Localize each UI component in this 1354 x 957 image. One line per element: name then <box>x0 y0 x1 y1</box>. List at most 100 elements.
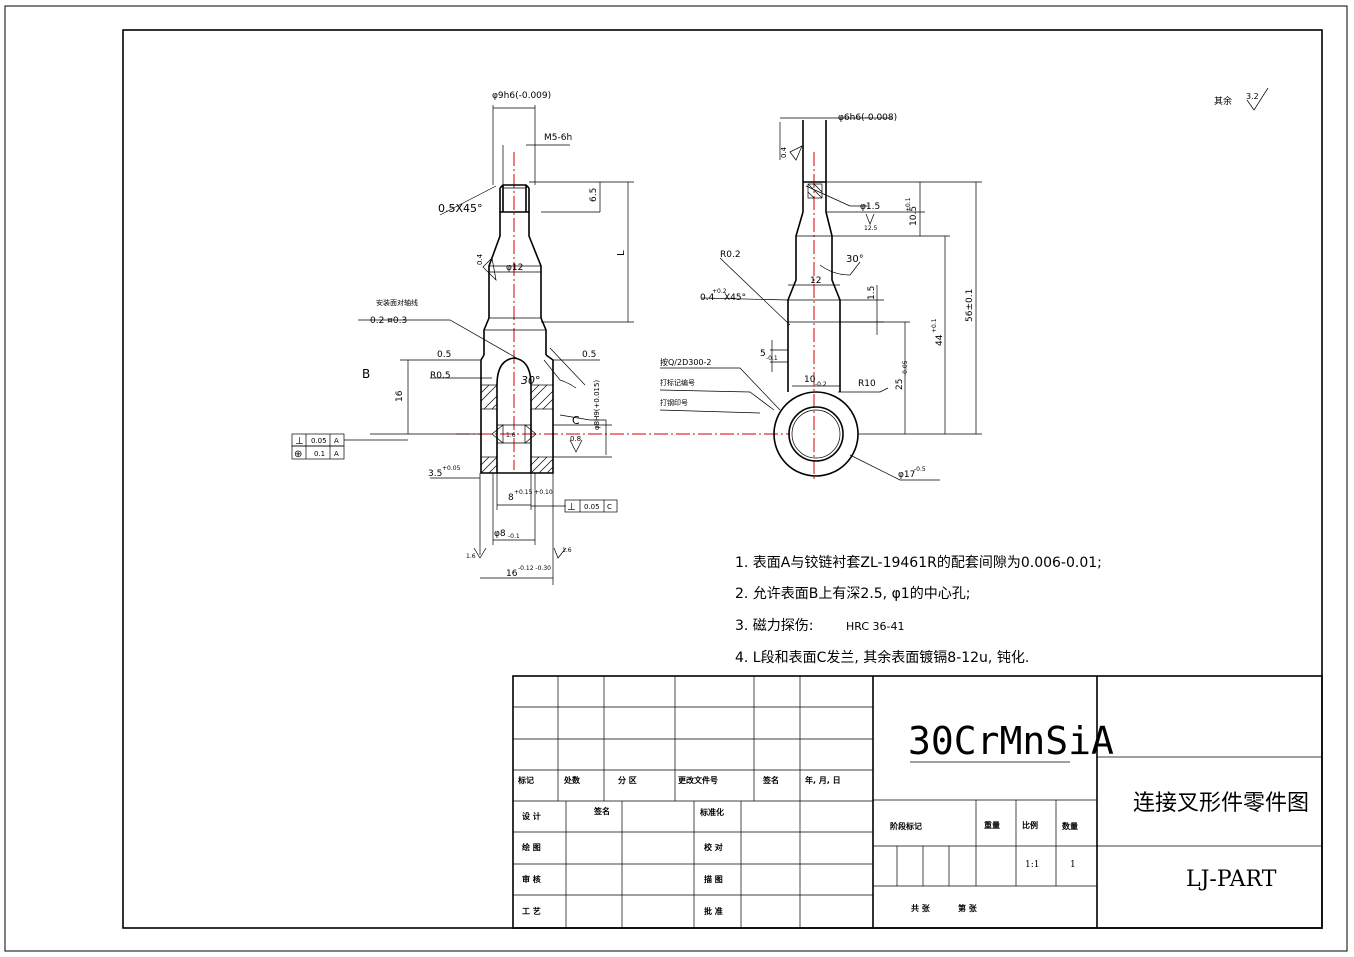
lv-tol-perp-val: 0.05 <box>311 437 327 445</box>
lv-thread: M5-6h <box>544 133 572 143</box>
lv-dim8: 8 <box>508 493 514 503</box>
tb-hdr-mark: 标记 <box>517 775 534 785</box>
lv-dim-05-right: 0.5 <box>582 350 596 360</box>
lv-dim35: 3.5 <box>428 469 442 479</box>
lv-rough-top: 0.4 <box>476 253 484 265</box>
rv-dim10: 10 <box>804 375 816 385</box>
rv-dim25-tol: -0.05 <box>902 360 909 376</box>
note-3-value: HRC 36-41 <box>846 620 905 633</box>
rv-r02: R0.2 <box>720 250 741 260</box>
rv-dim5: 5 <box>760 349 766 359</box>
lv-rough-16-left: 1.6 <box>466 553 476 560</box>
lv-dim-05-left: 0.5 <box>437 350 451 360</box>
lv-tol-c-ref: C <box>607 503 612 511</box>
rv-dim105-tol: +0.1 <box>905 197 912 212</box>
lv-angle30: 30° <box>521 374 541 387</box>
tb-craft: 工 艺 <box>522 906 541 916</box>
tb-sheets-no: 第 张 <box>958 903 978 913</box>
roughness-rest: 其余 3.2 <box>1214 87 1269 111</box>
tb-part-name: 连接叉形件零件图 <box>1133 791 1309 816</box>
lv-label-B: B <box>362 367 370 381</box>
tb-weight: 重量 <box>984 820 1000 830</box>
note-1: 1. 表面A与铰链衬套ZL-19461R的配套间隙为0.006-0.01; <box>735 555 1102 571</box>
title-block: 标记 处数 分 区 更改文件号 签名 年, 月, 日 设 计 签名 标准化 绘 … <box>512 675 1323 929</box>
lv-note-small: 安装面对轴线 <box>376 298 418 307</box>
tb-review: 审 核 <box>522 874 541 884</box>
lv-dim-16b-tol: -0.12 -0.30 <box>518 565 551 572</box>
lv-tol-pos-sym: ⊕ <box>294 449 302 460</box>
tb-standardize: 标准化 <box>699 807 724 817</box>
rv-leader1: 按Q/2D300-2 <box>660 357 712 367</box>
tb-stage-mark: 阶段标记 <box>890 821 922 831</box>
lv-phi12: φ12 <box>506 263 523 273</box>
tb-sign-name: 签名 <box>593 806 610 816</box>
tb-part-code: LJ-PART <box>1186 867 1277 892</box>
lv-dim-phi8: φ8 <box>494 529 506 539</box>
tb-hdr-docno: 更改文件号 <box>678 775 718 785</box>
lv-dim16: 16 <box>395 390 405 402</box>
tech-notes: 1. 表面A与铰链衬套ZL-19461R的配套间隙为0.006-0.01; 2.… <box>735 555 1102 666</box>
lv-label-C: C <box>572 414 580 427</box>
tb-hdr-date: 年, 月, 日 <box>805 775 841 785</box>
rv-rough-125: 12.5 <box>864 225 878 232</box>
lv-tol-c-sym: ⊥ <box>567 502 576 513</box>
lv-tol-pos-val: 0.1 <box>314 450 325 458</box>
tb-check: 描 图 <box>704 874 723 884</box>
rv-chamfer-tol: +0.2 <box>712 288 727 295</box>
left-view <box>291 105 790 585</box>
rv-dim44: 44 <box>935 334 945 346</box>
lv-dim-16b: 16 <box>506 569 518 579</box>
tb-scale-label: 比例 <box>1022 820 1038 830</box>
rv-dim15: 1.5 <box>867 286 877 300</box>
tb-qty-label: 数量 <box>1062 821 1078 831</box>
tb-hdr-zone: 分 区 <box>618 775 637 785</box>
lv-chamfer: 0.5X45° <box>438 202 483 215</box>
rv-phi-top: φ6h6(-0.008) <box>838 113 897 123</box>
tb-material: 30CrMnSiA <box>908 719 1114 763</box>
rv-dim5-tol: -0.1 <box>766 355 778 362</box>
tb-hdr-sign: 签名 <box>762 775 779 785</box>
lv-phi-top: φ9h6(-0.009) <box>492 91 551 101</box>
rv-dim12: 12 <box>810 276 821 286</box>
rv-chamfer-suffix: X45° <box>724 293 746 303</box>
rv-phi15: φ1.5 <box>860 202 880 212</box>
outer-border <box>4 5 1348 952</box>
lv-phi-bore: φ8H9(+0.015) <box>593 380 601 430</box>
tb-draw: 绘 图 <box>522 842 541 852</box>
lv-note-02: 0.2 ¤0.3 <box>370 316 407 326</box>
note-4: 4. L段和表面C发兰, 其余表面镀镉8-12u, 钝化. <box>735 649 1029 666</box>
rv-dim25: 25 <box>895 379 905 390</box>
note-3: 3. 磁力探伤: <box>735 618 814 634</box>
roughness-rest-value: 3.2 <box>1246 92 1259 101</box>
lv-tol-perp-ref: A <box>334 437 339 445</box>
rv-chamfer: 0.4 <box>700 293 715 303</box>
lv-dim35-tol: +0.05 <box>442 465 461 472</box>
rv-dim10-tol: -0.2 <box>815 381 827 388</box>
tb-hdr-count: 处数 <box>563 775 581 785</box>
rv-leader2: 打标记编号 <box>660 378 695 387</box>
lv-r05: R0.5 <box>430 371 451 381</box>
rv-angle30: 30° <box>846 254 864 265</box>
tb-scale: 1:1 <box>1025 860 1039 870</box>
lv-tol-c-val: 0.05 <box>584 503 600 511</box>
tb-qty: 1 <box>1070 860 1076 870</box>
tb-design: 设 计 <box>522 811 541 821</box>
rv-dim105: 10.5 <box>909 206 919 226</box>
rv-phi17-tol: -0.5 <box>914 466 926 473</box>
rv-r10: R10 <box>858 379 876 389</box>
tb-proof: 校 对 <box>704 842 723 852</box>
tb-sheets-total: 共 张 <box>911 903 931 913</box>
lv-dim-phi8-tol: -0.1 <box>508 533 520 540</box>
roughness-symbol-icon <box>1246 87 1269 111</box>
lv-center-mark: 1.6 <box>506 432 516 439</box>
rv-dim56: 56±0.1 <box>965 289 975 322</box>
lv-tol-perp-sym: ⊥ <box>295 436 304 447</box>
rv-rough-top: 0.4 <box>780 146 788 158</box>
lv-dim-L: L <box>616 250 627 256</box>
rv-dim44-tol: +0.1 <box>931 318 938 333</box>
roughness-rest-label: 其余 <box>1214 95 1232 107</box>
right-view <box>659 117 982 481</box>
lv-rough-16-right: 1.6 <box>562 547 572 554</box>
tb-approve: 批 准 <box>704 906 723 916</box>
